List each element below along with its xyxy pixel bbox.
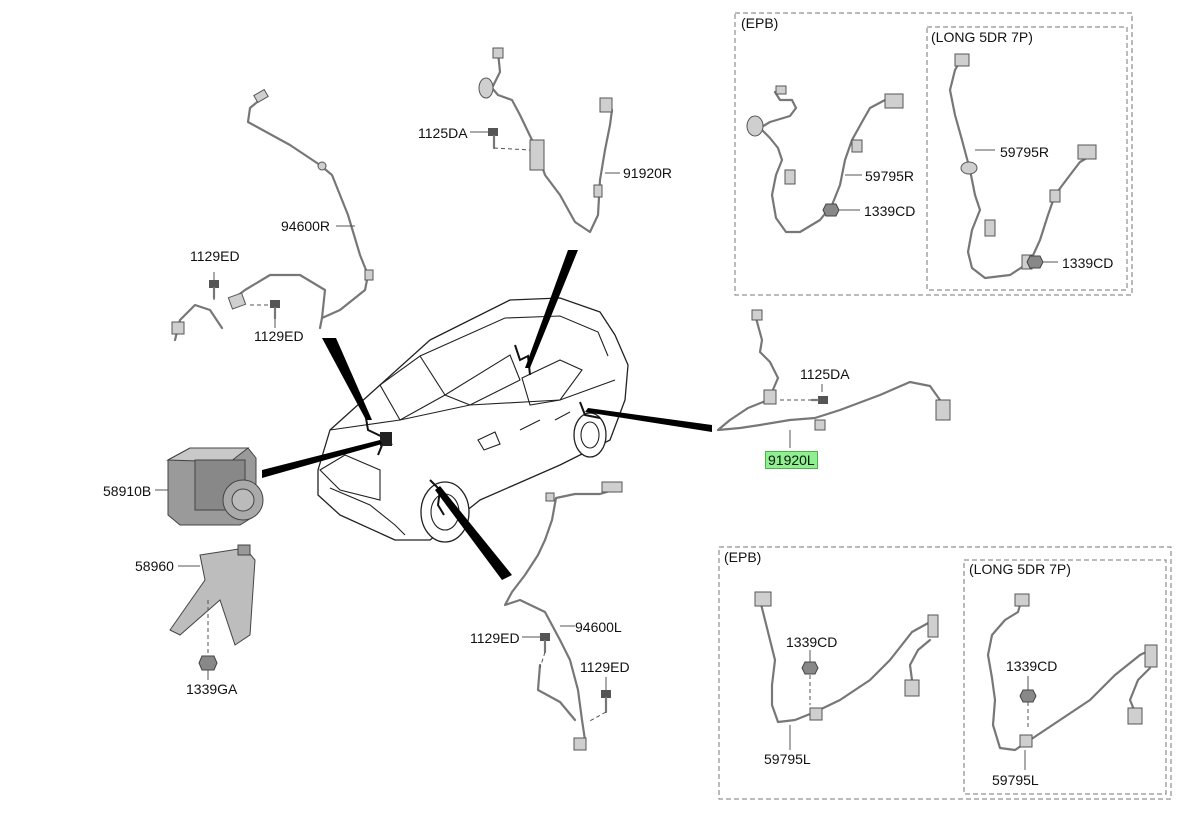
label-58960[interactable]: 58960	[135, 558, 174, 574]
pointer-58910B	[262, 440, 382, 478]
part-91920R	[478, 47, 614, 234]
bolt-1129ED-b	[250, 300, 280, 328]
part-box1-59795R	[746, 85, 904, 234]
label-box-long-top: (LONG 5DR 7P)	[929, 29, 1035, 45]
part-box2-59795R	[948, 53, 1097, 280]
label-1129ED-a[interactable]: 1129ED	[190, 248, 240, 264]
label-58910B[interactable]: 58910B	[103, 483, 152, 499]
long-5dr-box-bottom	[963, 559, 1167, 795]
label-box3-59795L[interactable]: 59795L	[764, 751, 811, 767]
label-box-epb-bottom: (EPB)	[722, 549, 764, 565]
abs-module-in-car	[380, 432, 392, 446]
nut-box3-1339CD	[801, 650, 819, 705]
label-1339GA[interactable]: 1339GA	[186, 681, 238, 697]
bolt-1129ED-a	[209, 272, 219, 300]
part-58910B	[166, 447, 264, 526]
nut-box4-1339CD	[1019, 676, 1037, 730]
label-91920R[interactable]: 91920R	[623, 165, 673, 181]
harness-front-wheel	[429, 479, 445, 516]
pointer-91920L	[585, 408, 712, 432]
bolt-1129ED-c	[522, 633, 550, 669]
part-91920L	[716, 309, 951, 432]
bolt-1129ED-d	[587, 677, 611, 723]
label-1129ED-b[interactable]: 1129ED	[254, 328, 304, 344]
harness-rear-wheel	[579, 401, 601, 419]
label-box1-1339CD[interactable]: 1339CD	[864, 203, 916, 219]
label-box-long-bottom: (LONG 5DR 7P)	[967, 561, 1073, 577]
epb-box-bottom	[718, 546, 1172, 800]
label-box4-59795L[interactable]: 59795L	[992, 772, 1039, 788]
label-1129ED-d[interactable]: 1129ED	[580, 659, 630, 675]
pointer-94600L	[435, 486, 512, 580]
label-box2-59795R[interactable]: 59795R	[1000, 144, 1050, 160]
vehicle-outline	[317, 297, 629, 543]
epb-box-top	[734, 12, 1133, 296]
bolt-1125DA-top	[470, 128, 531, 151]
label-box3-1339CD[interactable]: 1339CD	[786, 634, 838, 650]
label-box-epb-top: (EPB)	[739, 15, 781, 31]
part-58960	[169, 544, 256, 646]
part-box4-59795L	[986, 593, 1158, 770]
part-box3-59795L	[754, 591, 939, 750]
label-1125DA-right[interactable]: 1125DA	[800, 366, 850, 382]
pointer-94600R	[322, 338, 372, 420]
pointer-91920R	[525, 250, 578, 368]
label-94600R[interactable]: 94600R	[281, 218, 331, 234]
label-box1-59795R[interactable]: 59795R	[865, 168, 915, 184]
bolt-1125DA-right	[780, 384, 828, 404]
nut-box1-1339CD	[822, 203, 860, 217]
label-94600L[interactable]: 94600L	[575, 619, 622, 635]
part-94600L	[503, 481, 623, 751]
label-1125DA-top[interactable]: 1125DA	[418, 125, 468, 141]
part-94600R	[171, 88, 374, 342]
nut-1339GA	[198, 655, 218, 680]
label-91920L-highlighted[interactable]: 91920L	[765, 451, 818, 469]
label-box4-1339CD[interactable]: 1339CD	[1006, 658, 1058, 674]
nut-box2-1339CD	[1026, 255, 1058, 269]
long-5dr-box-top	[926, 26, 1128, 291]
label-1129ED-c[interactable]: 1129ED	[470, 630, 520, 646]
label-box2-1339CD[interactable]: 1339CD	[1062, 255, 1114, 271]
